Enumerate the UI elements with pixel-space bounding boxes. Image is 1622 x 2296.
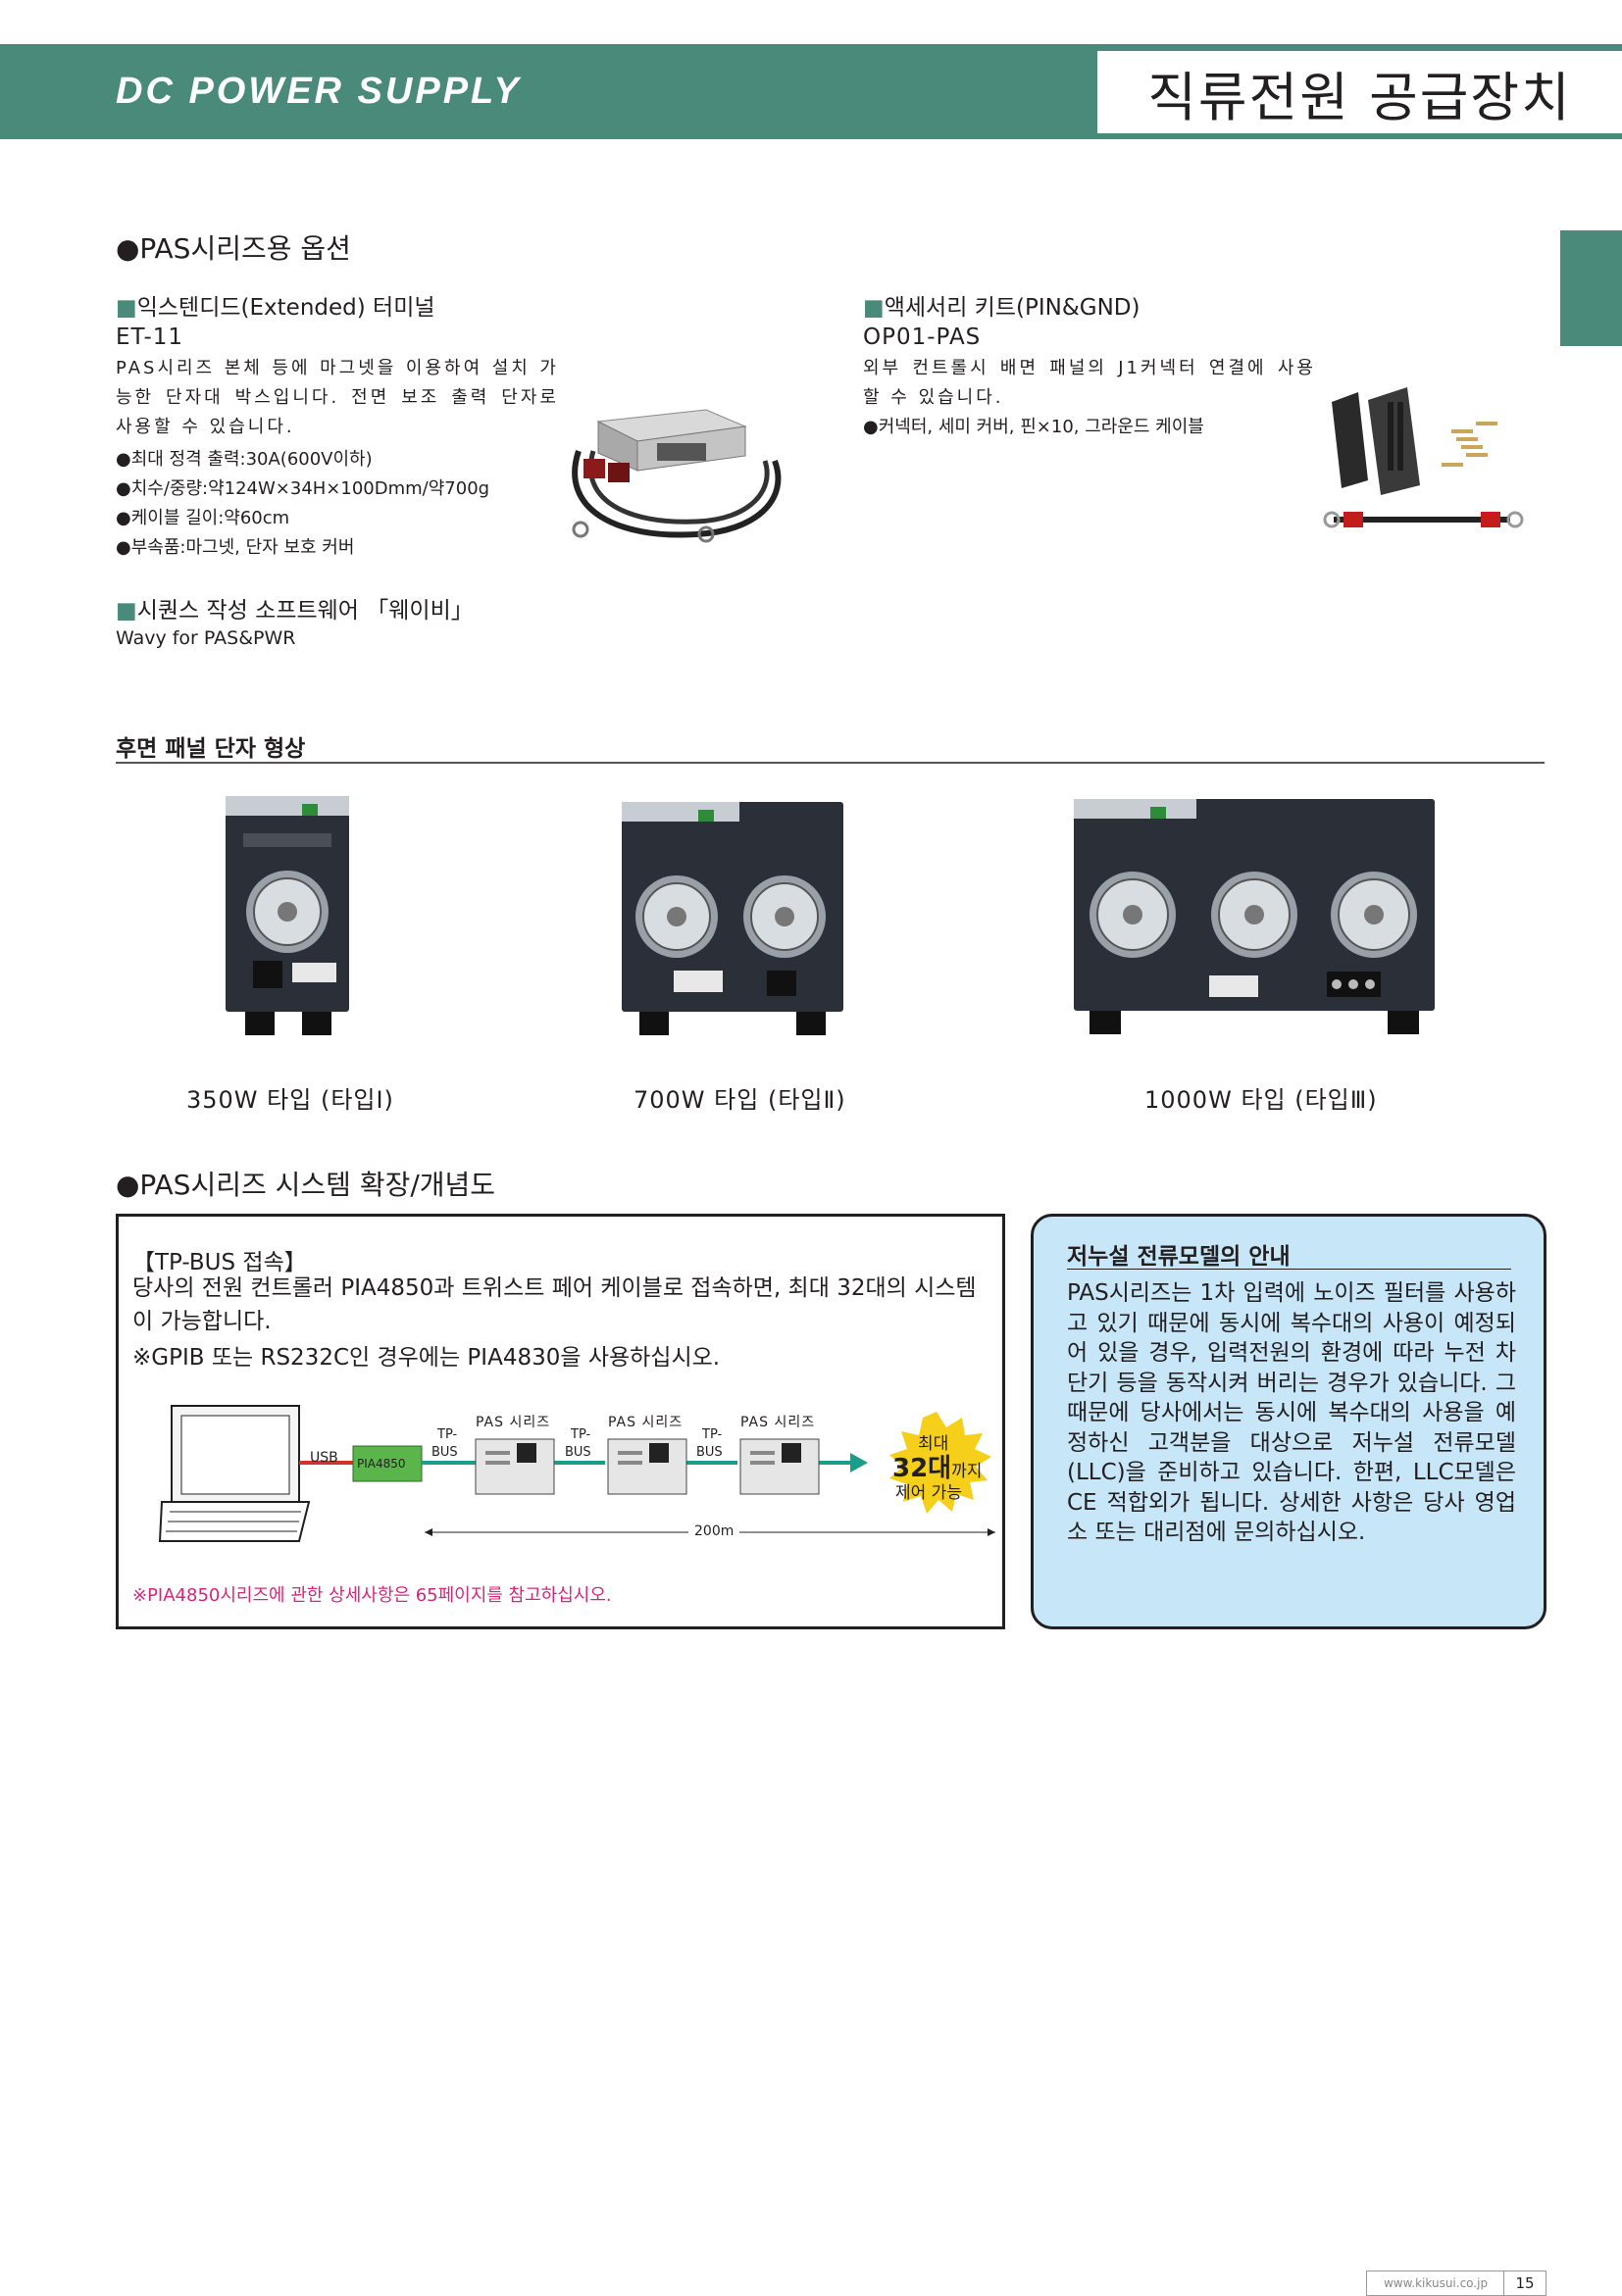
tp-bus-label: BUS bbox=[431, 1445, 458, 1460]
distance-label: 200m bbox=[688, 1523, 740, 1539]
starburst-badge bbox=[889, 1412, 991, 1514]
tp-bus-note: ※GPIB 또는 RS232C인 경우에는 PIA4830을 사용하십시오. bbox=[132, 1345, 721, 1371]
extended-terminal-model: ET-11 bbox=[116, 324, 184, 350]
header-title-box: 직류전원 공급장치 bbox=[1097, 51, 1622, 133]
rear-panel-caption-1000w: 1000W 타입 (타입Ⅲ) bbox=[1144, 1086, 1378, 1114]
burst-line-2: 32대까지 bbox=[892, 1454, 983, 1483]
page-number: 15 bbox=[1503, 2271, 1546, 2296]
accessory-kit-model: OP01-PAS bbox=[863, 324, 982, 350]
low-leakage-note-box bbox=[1031, 1214, 1546, 1629]
accessory-kit-description: 외부 컨트롤시 배면 패널의 J1커넥터 연결에 사용할 수 있습니다. bbox=[863, 358, 1316, 408]
rear-panel-title: 후면 패널 단자 형상 bbox=[116, 736, 306, 762]
accessory-kit-heading: ■액세서리 키트(PIN&GND) bbox=[863, 295, 1140, 321]
low-leakage-note-text: PAS시리즈는 1차 입력에 노이즈 필터를 사용하고 있기 때문에 동시에 복… bbox=[1067, 1280, 1516, 1545]
side-index-tab bbox=[1560, 230, 1622, 346]
rear-panel-rule bbox=[116, 762, 1545, 764]
pas-unit-icon bbox=[739, 1438, 820, 1495]
rear-panel-caption-350w: 350W 타입 (타입Ⅰ) bbox=[186, 1086, 394, 1114]
pas-series-label: PAS 시리즈 bbox=[608, 1415, 684, 1430]
software-heading: ■시퀀스 작성 소프트웨어 「웨이비」 bbox=[116, 598, 474, 624]
system-section-title: ●PAS시리즈 시스템 확장/개념도 bbox=[116, 1169, 496, 1201]
extended-terminal-specs: ●최대 정격 출력:30A(600V이하) ●치수/중량:약124W×34H×1… bbox=[116, 445, 489, 563]
spec-item: ●치수/중량:약124W×34H×100Dmm/약700g bbox=[116, 478, 490, 499]
pia4850-label: PIA4850 bbox=[357, 1457, 406, 1471]
pas-series-label: PAS 시리즈 bbox=[740, 1415, 816, 1430]
low-leakage-note-title: 저누설 전류모델의 안내 bbox=[1067, 1244, 1291, 1270]
accessory-kit-contents: ●커넥터, 세미 커버, 핀×10, 그라운드 케이블 bbox=[863, 417, 1204, 437]
rear-panel-unit-350w bbox=[226, 796, 349, 1035]
rear-panel-unit-700w bbox=[622, 802, 843, 1035]
tp-bus-label: TP- bbox=[571, 1427, 591, 1442]
burst-line-3: 제어 가능 bbox=[895, 1483, 962, 1503]
pas-unit-icon bbox=[475, 1438, 555, 1495]
rear-panel-caption-700w: 700W 타입 (타입Ⅱ) bbox=[634, 1086, 846, 1114]
tp-bus-box bbox=[116, 1214, 1005, 1629]
tp-bus-label: TP- bbox=[437, 1427, 458, 1442]
tp-bus-description: 당사의 전원 컨트롤러 PIA4850과 트위스트 페어 케이블로 접속하면, … bbox=[132, 1275, 977, 1334]
spec-item: ●케이블 길이:약60cm bbox=[116, 508, 290, 528]
extended-terminal-heading: ■익스텐디드(Extended) 터미널 bbox=[116, 295, 435, 321]
square-bullet-icon: ■ bbox=[116, 295, 137, 321]
extended-terminal-description: PAS시리즈 본체 등에 마그넷을 이용하여 설치 가능한 단자대 박스입니다.… bbox=[116, 358, 559, 437]
header-title-en: DC POWER SUPPLY bbox=[116, 71, 522, 112]
pia4850-box bbox=[352, 1445, 423, 1482]
options-section-title: ●PAS시리즈용 옵션 bbox=[116, 232, 351, 265]
pas-unit-icon bbox=[607, 1438, 687, 1495]
tp-bus-label: BUS bbox=[696, 1445, 723, 1460]
tp-bus-footnote: ※PIA4850시리즈에 관한 상세사항은 65페이지를 참고하십시오. bbox=[132, 1585, 612, 1606]
burst-line-1: 최대 bbox=[918, 1434, 949, 1454]
accessory-kit-photo bbox=[1323, 387, 1524, 528]
tp-bus-label: TP- bbox=[702, 1427, 723, 1442]
usb-label: USB bbox=[310, 1450, 338, 1466]
spec-item: ●최대 정격 출력:30A(600V이하) bbox=[116, 449, 373, 470]
tp-bus-diagram bbox=[158, 1405, 995, 1542]
square-bullet-icon: ■ bbox=[863, 295, 885, 321]
tp-bus-heading: 【TP-BUS 접속】 bbox=[132, 1250, 307, 1275]
low-leakage-note-rule bbox=[1067, 1269, 1511, 1270]
footer-url: www.kikusui.co.jp bbox=[1366, 2271, 1504, 2296]
pas-series-label: PAS 시리즈 bbox=[476, 1415, 551, 1430]
extended-terminal-photo bbox=[572, 409, 782, 543]
rear-panel-unit-1000w bbox=[1074, 799, 1435, 1034]
tp-bus-label: BUS bbox=[565, 1445, 591, 1460]
square-bullet-icon: ■ bbox=[116, 598, 137, 624]
laptop-icon bbox=[158, 1405, 311, 1542]
spec-item: ●부속품:마그넷, 단자 보호 커버 bbox=[116, 537, 355, 558]
header-title-ko: 직류전원 공급장치 bbox=[1147, 66, 1572, 128]
software-subtitle: Wavy for PAS&PWR bbox=[116, 627, 296, 649]
